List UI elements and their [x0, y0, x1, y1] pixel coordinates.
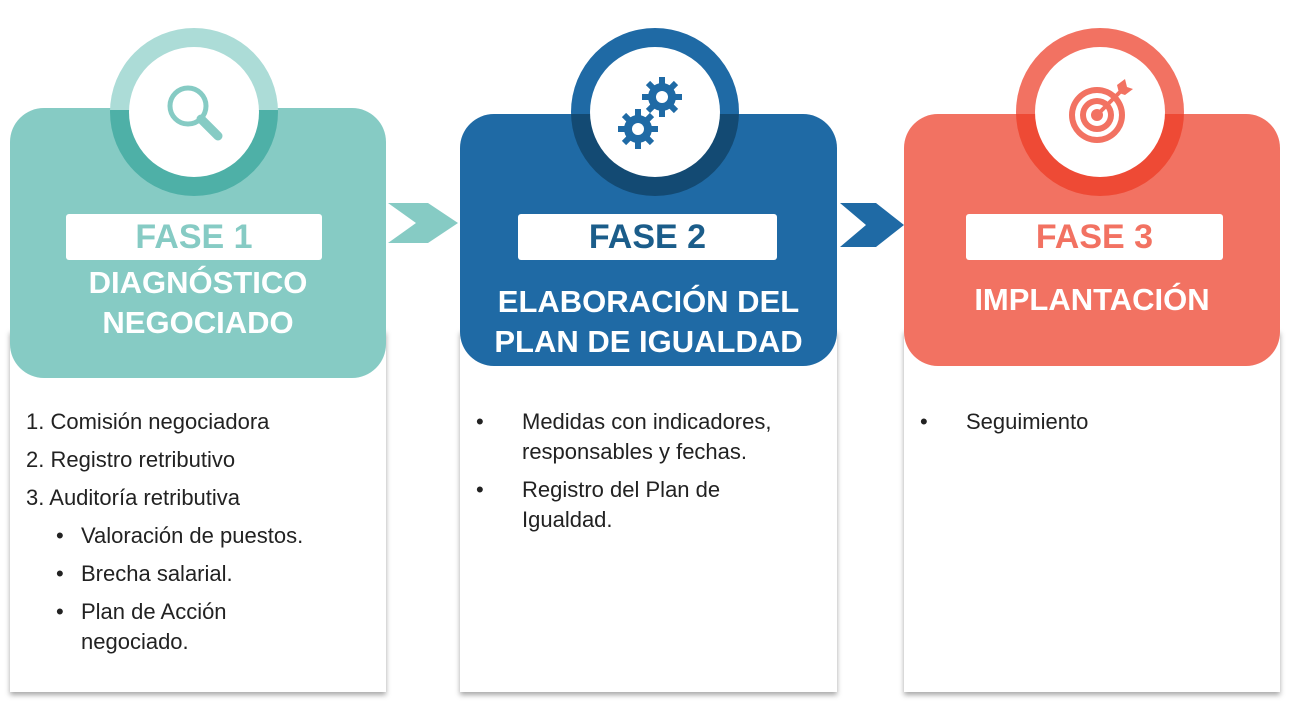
sub-list-item: • Plan de Acción negociado. — [26, 597, 271, 657]
sub-list-item: • Brecha salarial. — [26, 559, 376, 589]
gears-icon — [618, 77, 682, 149]
list-item: 3. Auditoría retributiva — [26, 483, 376, 513]
list-item: 2. Registro retributivo — [26, 445, 376, 475]
list-item: 1. Comisión negociadora — [26, 407, 376, 437]
item-text: Registro retributivo — [50, 447, 236, 472]
item-marker: 2. — [26, 447, 45, 472]
item-marker: • — [476, 409, 484, 434]
item-text: Plan de Acción negociado. — [81, 599, 227, 654]
phase-1-icon-ring — [110, 28, 278, 196]
item-marker: 1. — [26, 409, 45, 434]
target-icon — [1069, 79, 1133, 143]
title-line: PLAN DE IGUALDAD — [494, 324, 803, 359]
phase-1-body — [10, 330, 386, 692]
item-text: Auditoría retributiva — [49, 485, 241, 510]
phase-2-body — [460, 330, 837, 692]
item-text: Valoración de puestos. — [81, 523, 304, 548]
phase-2-title: ELABORACIÓN DEL PLAN DE IGUALDAD — [460, 282, 837, 362]
item-marker: • — [56, 561, 64, 586]
phase-3-title: IMPLANTACIÓN — [904, 280, 1280, 320]
title-line: ELABORACIÓN DEL — [497, 284, 800, 319]
phase-1-label: FASE 1 — [66, 214, 322, 260]
item-marker: • — [476, 477, 484, 502]
title-line: NEGOCIADO — [102, 305, 294, 340]
phase-2-list: • Medidas con indicadores, responsables y… — [476, 407, 826, 543]
title-line: IMPLANTACIÓN — [974, 282, 1210, 317]
phase-1-list: 1. Comisión negociadora 2. Registro retr… — [26, 407, 376, 665]
sub-list-item: • Valoración de puestos. — [26, 521, 376, 551]
item-text: Brecha salarial. — [81, 561, 233, 586]
phase-3-list: • Seguimiento — [920, 407, 1270, 445]
list-item: • Registro del Plan de Igualdad. — [476, 475, 762, 535]
item-marker: • — [56, 523, 64, 548]
item-marker: 3. — [26, 485, 45, 510]
item-marker: • — [920, 409, 928, 434]
item-marker: • — [56, 599, 64, 624]
phase-3-icon-ring — [1016, 28, 1184, 196]
title-line: DIAGNÓSTICO — [88, 265, 308, 300]
phase-1-title: DIAGNÓSTICO NEGOCIADO — [10, 263, 386, 343]
list-item: • Seguimiento — [920, 407, 1270, 437]
arrow-1-icon — [388, 203, 458, 243]
item-text: Medidas con indicadores, responsables y … — [522, 409, 772, 464]
item-text: Registro del Plan de Igualdad. — [522, 477, 721, 532]
phase-2-icon-ring — [571, 28, 739, 196]
list-item: • Medidas con indicadores, responsables y… — [476, 407, 826, 467]
item-text: Seguimiento — [966, 409, 1089, 434]
phase-3-label: FASE 3 — [966, 214, 1223, 260]
arrow-2-icon — [840, 203, 904, 247]
item-text: Comisión negociadora — [50, 409, 270, 434]
phase-2-label: FASE 2 — [518, 214, 777, 260]
phase-3-body — [904, 330, 1280, 692]
search-icon — [167, 85, 223, 141]
